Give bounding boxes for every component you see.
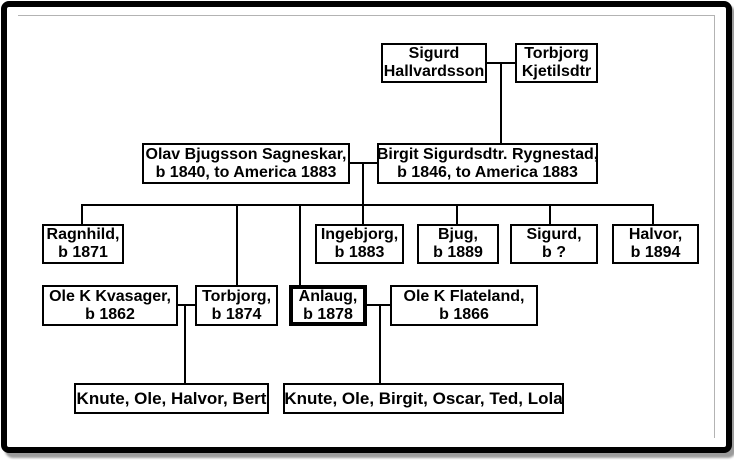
connector-drop-halvor [652,204,654,225]
person-box-sigurd-jr: Sigurd, b ? [510,224,598,264]
person-detail: b 1874 [211,305,262,323]
connector-drop-anlaug [299,205,301,286]
connector-line-top-to-birgit [500,63,502,144]
connector-line-kvasager-couple [177,304,196,306]
connector-line-flateland-couple [365,304,391,306]
person-detail: b 1889 [433,244,483,261]
person-detail: b 1866 [439,305,489,323]
person-box-torbjorg-kjetilsdtr: Torbjorg Kjetilsdtr [515,43,598,83]
person-box-birgit-rygnestad: Birgit Sigurdsdtr. Rygnestad, b 1846, to… [377,143,598,184]
connector-drop-kvasager-children [184,305,186,384]
person-box-sigurd-hallvardsson: Sigurd Hallvardsson [381,43,487,83]
person-box-anlaug-highlighted: Anlaug, b 1878 [289,285,367,326]
inner-border-right [714,15,715,438]
person-name: Olav Bjugsson Sagneskar, [145,145,347,163]
connector-line-row2-to-siblings [362,163,364,206]
person-detail: Kjetilsdtr [521,63,592,80]
connector-drop-ingebjorg [362,205,364,225]
connector-drop-flateland-children [379,305,381,384]
children-names: Knute, Ole, Birgit, Oscar, Ted, Lola [284,389,563,408]
person-name: Anlaug, [298,287,358,305]
person-name: Sigurd [408,45,460,62]
person-name: Ingebjorg, [320,226,399,243]
person-detail: b 1840, to America 1883 [155,163,337,181]
person-name: Ole K Flateland, [403,287,525,305]
person-name: Halvor, [628,226,683,243]
connector-drop-torbjorg-jr [236,205,238,286]
children-box-flateland: Knute, Ole, Birgit, Oscar, Ted, Lola [283,383,564,414]
person-name: Ragnhild, [46,226,120,243]
person-detail: b 1846, to America 1883 [397,163,578,181]
person-detail: b 1883 [334,244,385,261]
children-names: Knute, Ole, Halvor, Bert [76,389,267,408]
person-name: Birgit Sigurdsdtr. Rygnestad, [376,145,599,163]
connector-drop-sigurd-jr [549,205,551,225]
person-name: Bjug, [438,226,478,243]
person-name: Ole K Kvasager, [49,287,171,305]
person-name: Torbjorg [524,45,589,62]
person-name: Sigurd, [526,226,582,243]
person-detail: b 1878 [303,305,353,323]
person-name: Torbjorg, [201,287,272,305]
person-box-ole-flateland: Ole K Flateland, b 1866 [390,285,538,326]
person-box-ingebjorg: Ingebjorg, b 1883 [315,224,404,264]
person-detail: b 1871 [58,244,108,261]
inner-border-top [18,15,715,16]
person-box-torbjorg-jr: Torbjorg, b 1874 [195,285,278,326]
person-box-olav-sagneskar: Olav Bjugsson Sagneskar, b 1840, to Amer… [142,143,350,184]
person-box-ole-kvasager: Ole K Kvasager, b 1862 [42,285,178,326]
person-detail: b ? [542,244,566,261]
person-detail: b 1862 [85,305,135,323]
person-detail: b 1894 [630,244,681,261]
connector-drop-bjug [456,205,458,225]
person-box-ragnhild: Ragnhild, b 1871 [42,224,124,264]
connector-line-siblings [81,204,654,206]
connector-drop-ragnhild [81,205,83,225]
children-box-kvasager: Knute, Ole, Halvor, Bert [74,383,269,414]
person-detail: Hallvardsson [383,63,485,80]
person-box-halvor: Halvor, b 1894 [612,224,699,264]
person-box-bjug: Bjug, b 1889 [417,224,499,264]
